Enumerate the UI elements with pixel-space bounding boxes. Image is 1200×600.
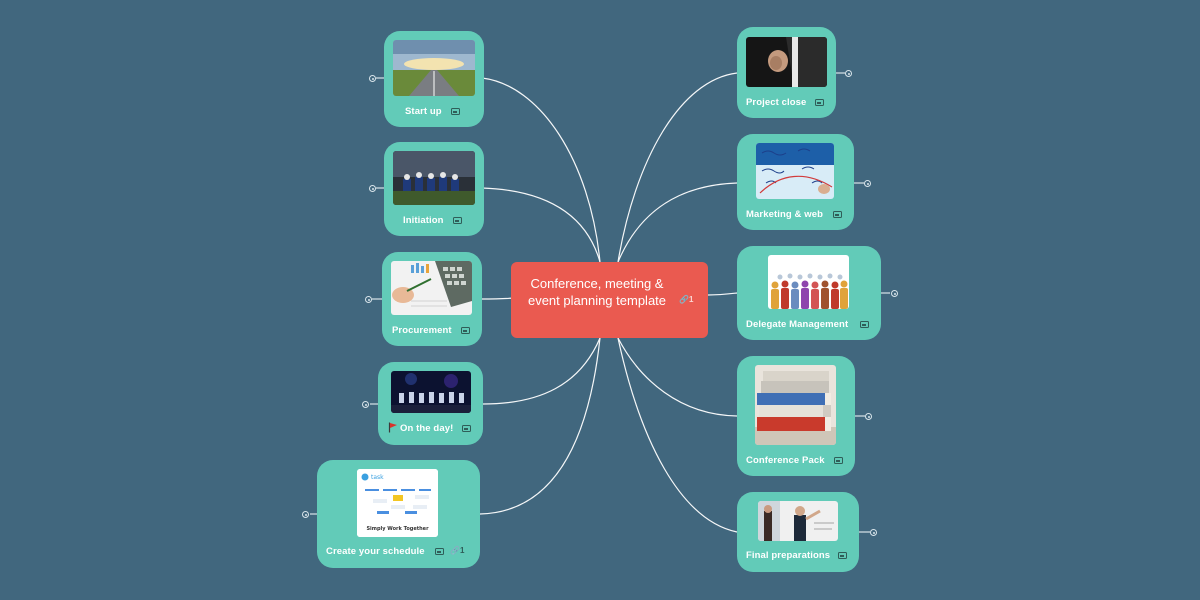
collapse-toggle[interactable] xyxy=(870,529,877,536)
image-icon[interactable] xyxy=(461,327,470,334)
topic-label: Create your schedule xyxy=(326,546,425,557)
link-icon[interactable]: 🔗1 xyxy=(450,546,465,555)
image-icon[interactable] xyxy=(815,99,824,106)
topic-on-the-day[interactable]: On the day! xyxy=(378,362,483,445)
image-icon[interactable] xyxy=(462,425,471,432)
task-app-screenshot: task Simply Work Together xyxy=(357,469,438,537)
topic-label: Marketing & web xyxy=(746,209,823,220)
collapse-toggle[interactable] xyxy=(302,511,309,518)
task-tagline: Simply Work Together xyxy=(366,526,429,532)
topic-label: Project close xyxy=(746,97,807,108)
image-icon[interactable] xyxy=(838,552,847,559)
topic-initiation[interactable]: Initiation xyxy=(384,142,484,236)
image-icon[interactable] xyxy=(451,108,460,115)
handshake-photo xyxy=(746,37,827,87)
collapse-toggle[interactable] xyxy=(865,413,872,420)
collapse-toggle[interactable] xyxy=(365,296,372,303)
image-icon[interactable] xyxy=(453,217,462,224)
people-silhouettes-illustration xyxy=(768,255,849,309)
collapse-toggle[interactable] xyxy=(891,290,898,297)
task-app-name: task xyxy=(371,474,384,481)
collapse-toggle[interactable] xyxy=(369,75,376,82)
central-topic-title: Conference, meeting & event planning tem… xyxy=(527,276,667,308)
link-count: 1 xyxy=(688,295,694,304)
topic-label: Final preparations xyxy=(746,550,831,561)
topic-procurement[interactable]: Procurement xyxy=(382,252,482,346)
football-team-photo xyxy=(393,151,475,205)
topic-conference-pack[interactable]: Conference Pack xyxy=(737,356,855,476)
central-topic[interactable]: Conference, meeting & event planning tem… xyxy=(511,262,708,338)
topic-label: Conference Pack xyxy=(746,455,825,466)
topic-start-up[interactable]: Start up xyxy=(384,31,484,127)
image-icon[interactable] xyxy=(435,548,444,555)
calculator-finance-photo xyxy=(391,261,472,315)
link-icon[interactable]: 🔗1 xyxy=(679,295,694,304)
presenter-whiteboard-photo xyxy=(758,501,838,541)
collapse-toggle[interactable] xyxy=(362,401,369,408)
collapse-toggle[interactable] xyxy=(864,180,871,187)
topic-label: On the day! xyxy=(400,423,454,434)
topic-marketing-web[interactable]: Marketing & web xyxy=(737,134,854,230)
image-icon[interactable] xyxy=(833,211,842,218)
link-count: 1 xyxy=(459,546,465,555)
topic-label: Delegate Management xyxy=(746,319,849,330)
road-landscape-photo xyxy=(393,40,475,96)
topic-final-preparations[interactable]: Final preparations xyxy=(737,492,859,572)
topic-label: Start up xyxy=(405,106,442,117)
stage-panel-photo xyxy=(391,371,471,413)
topic-label: Initiation xyxy=(403,215,444,226)
topic-create-your-schedule[interactable]: task Simply Work Together Create your sc… xyxy=(317,460,480,568)
flag-icon xyxy=(388,422,397,433)
topic-project-close[interactable]: Project close xyxy=(737,27,836,118)
marketing-whiteboard-photo xyxy=(756,143,834,199)
topic-delegate-management[interactable]: Delegate Management xyxy=(737,246,881,340)
collapse-toggle[interactable] xyxy=(369,185,376,192)
stacked-books-photo xyxy=(755,365,836,445)
image-icon[interactable] xyxy=(834,457,843,464)
image-icon[interactable] xyxy=(860,321,869,328)
topic-label: Procurement xyxy=(392,325,452,336)
collapse-toggle[interactable] xyxy=(845,70,852,77)
